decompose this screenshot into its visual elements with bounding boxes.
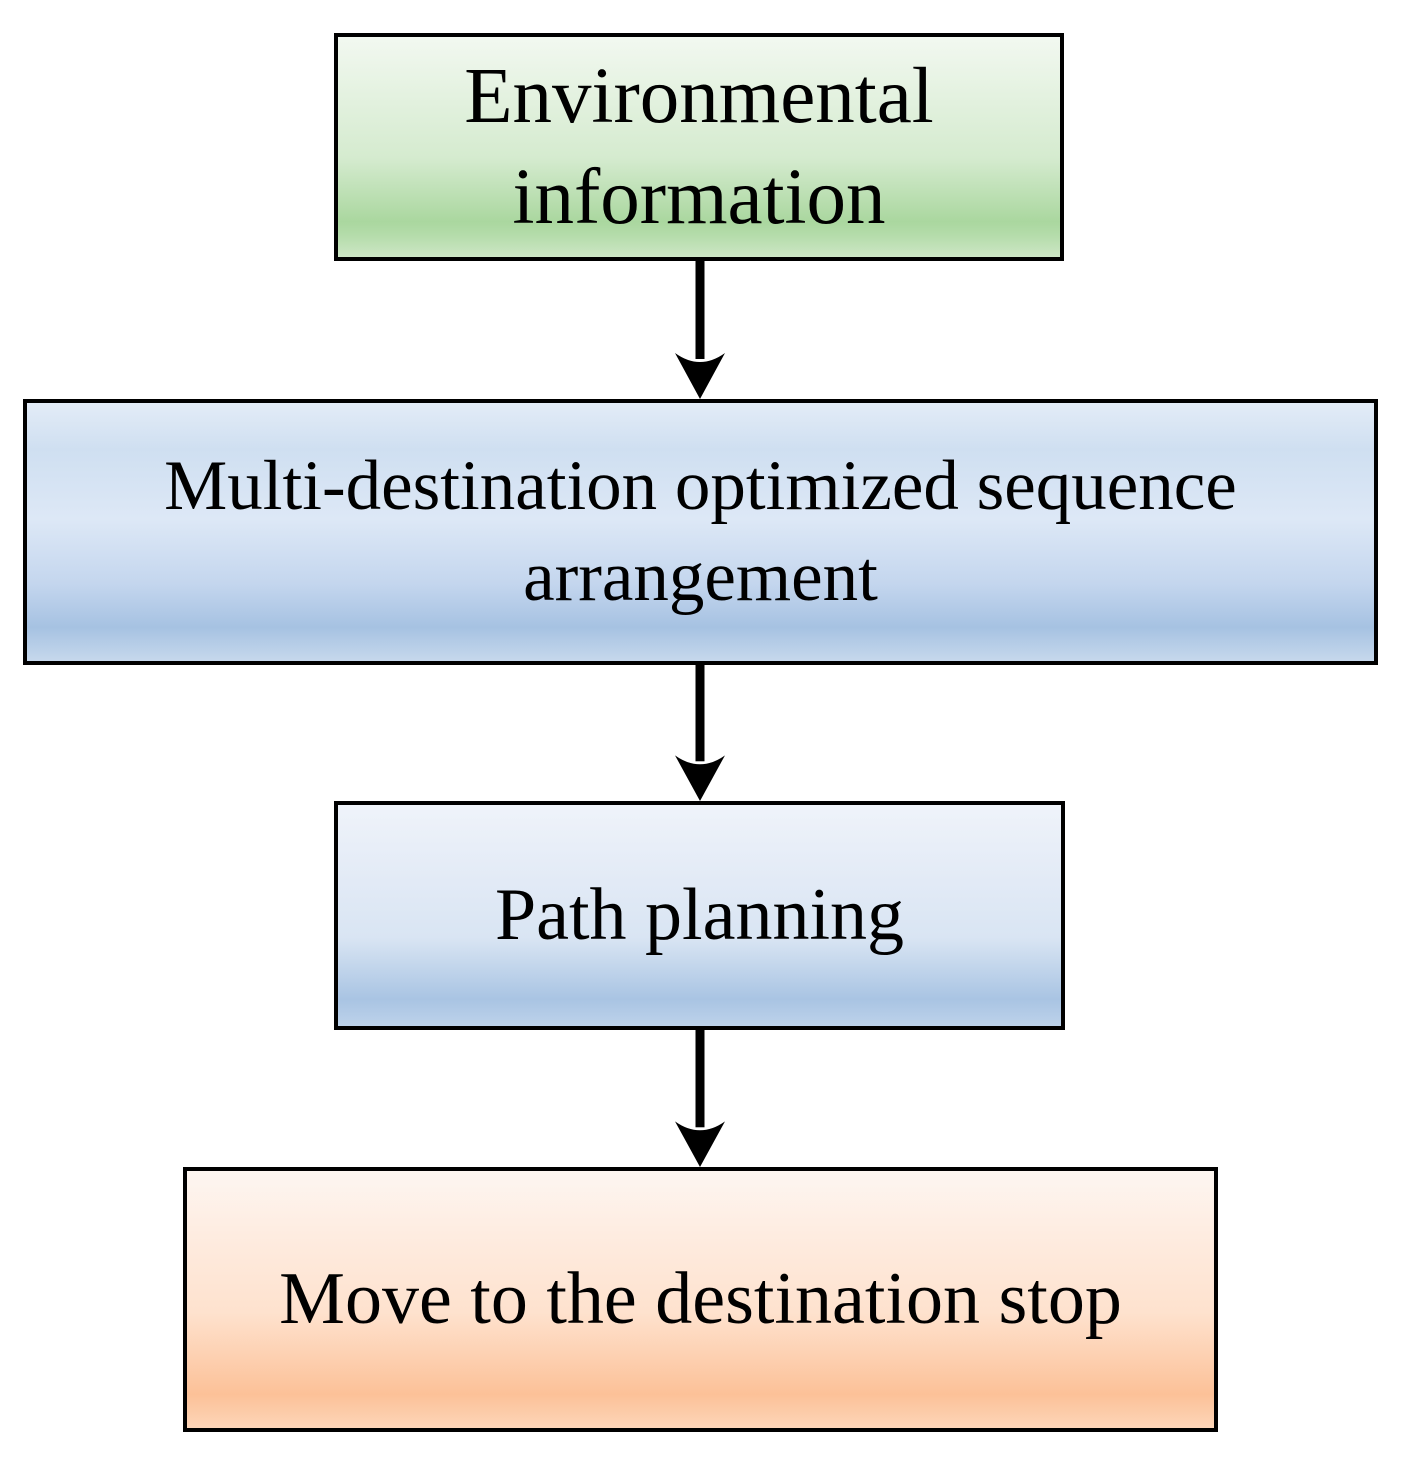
down-arrow-2 bbox=[675, 664, 725, 801]
node-multi-destination-label: Multi-destination optimized sequence arr… bbox=[164, 447, 1237, 616]
down-arrow-1 bbox=[675, 261, 725, 399]
down-arrow-1-head bbox=[675, 353, 725, 399]
node-environmental-information: Environmental information bbox=[334, 33, 1064, 261]
node-multi-destination-optimized-sequence-arrangement: Multi-destination optimized sequence arr… bbox=[23, 399, 1378, 665]
down-arrow-3-head bbox=[675, 1121, 725, 1167]
node-path-planning: Path planning bbox=[334, 801, 1065, 1030]
node-move-to-destination-label: Move to the destination stop bbox=[279, 1258, 1122, 1341]
down-arrow-1-shaft bbox=[695, 261, 705, 359]
down-arrow-2-head bbox=[675, 755, 725, 801]
node-move-to-the-destination-stop: Move to the destination stop bbox=[183, 1167, 1218, 1432]
node-environmental-information-label: Environmental information bbox=[464, 52, 934, 241]
down-arrow-3-shaft bbox=[695, 1030, 705, 1128]
down-arrow-3 bbox=[675, 1030, 725, 1167]
down-arrow-2-shaft bbox=[695, 664, 705, 762]
node-path-planning-label: Path planning bbox=[494, 874, 905, 957]
